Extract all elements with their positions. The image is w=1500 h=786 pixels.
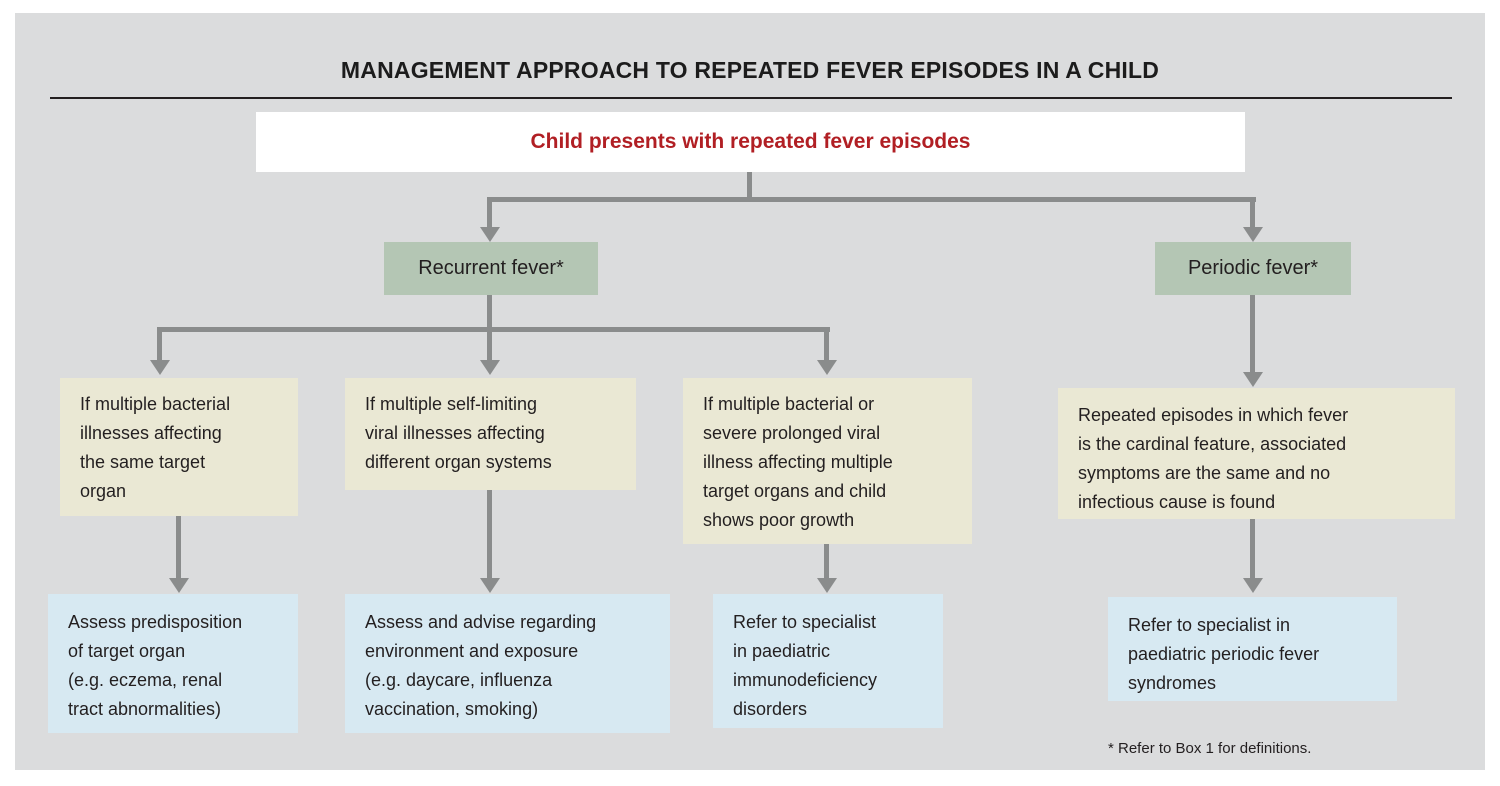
node-root: Child presents with repeated fever episo… — [256, 112, 1245, 172]
connector-criteria-bar — [157, 327, 830, 332]
connector-to-action-1 — [176, 516, 181, 578]
node-action-refer-immunodeficiency: Refer to specialist in paediatric immuno… — [713, 594, 943, 728]
connector-root-stem — [747, 172, 752, 200]
connector-to-action-4 — [1250, 519, 1255, 578]
title-divider — [50, 97, 1452, 99]
node-periodic-fever-label: Periodic fever* — [1187, 257, 1319, 279]
footnote: * Refer to Box 1 for definitions. — [1108, 740, 1312, 757]
arrowhead-to-action-2 — [480, 578, 500, 593]
flowchart-panel: MANAGEMENT APPROACH TO REPEATED FEVER EP… — [15, 13, 1485, 770]
arrowhead-to-action-3 — [817, 578, 837, 593]
connector-to-action-2 — [487, 490, 492, 578]
figure-title: MANAGEMENT APPROACH TO REPEATED FEVER EP… — [340, 57, 1160, 83]
node-action-assess-environment: Assess and advise regarding environment … — [345, 594, 670, 733]
connector-to-recurrent — [487, 197, 492, 227]
node-action-assess-predisposition: Assess predisposition of target organ (e… — [48, 594, 298, 733]
arrowhead-to-action-1 — [169, 578, 189, 593]
node-recurrent-fever-label: Recurrent fever* — [418, 257, 564, 279]
connector-to-periodic — [1250, 197, 1255, 227]
connector-to-action-3 — [824, 544, 829, 578]
arrowhead-to-action-4 — [1243, 578, 1263, 593]
arrowhead-to-criteria-3 — [817, 360, 837, 375]
node-criteria-multiple-organs-poor-growth: If multiple bacterial or severe prolonge… — [683, 378, 972, 544]
arrowhead-to-criteria-4 — [1243, 372, 1263, 387]
node-action-refer-periodic-fever: Refer to specialist in paediatric period… — [1108, 597, 1397, 701]
connector-to-criteria-1 — [157, 327, 162, 360]
arrowhead-to-criteria-1 — [150, 360, 170, 375]
connector-to-criteria-4 — [1250, 295, 1255, 372]
arrowhead-to-periodic — [1243, 227, 1263, 242]
node-root-label: Child presents with repeated fever episo… — [530, 130, 971, 153]
arrowhead-to-criteria-2 — [480, 360, 500, 375]
arrowhead-to-recurrent — [480, 227, 500, 242]
connector-to-criteria-3 — [824, 327, 829, 360]
node-criteria-viral-different-organs: If multiple self-limiting viral illnesse… — [345, 378, 636, 490]
node-recurrent-fever: Recurrent fever* — [384, 242, 598, 295]
node-criteria-bacterial-same-organ: If multiple bacterial illnesses affectin… — [60, 378, 298, 516]
node-periodic-fever: Periodic fever* — [1155, 242, 1351, 295]
node-criteria-periodic-pattern: Repeated episodes in which fever is the … — [1058, 388, 1455, 519]
connector-branch-bar — [487, 197, 1256, 202]
